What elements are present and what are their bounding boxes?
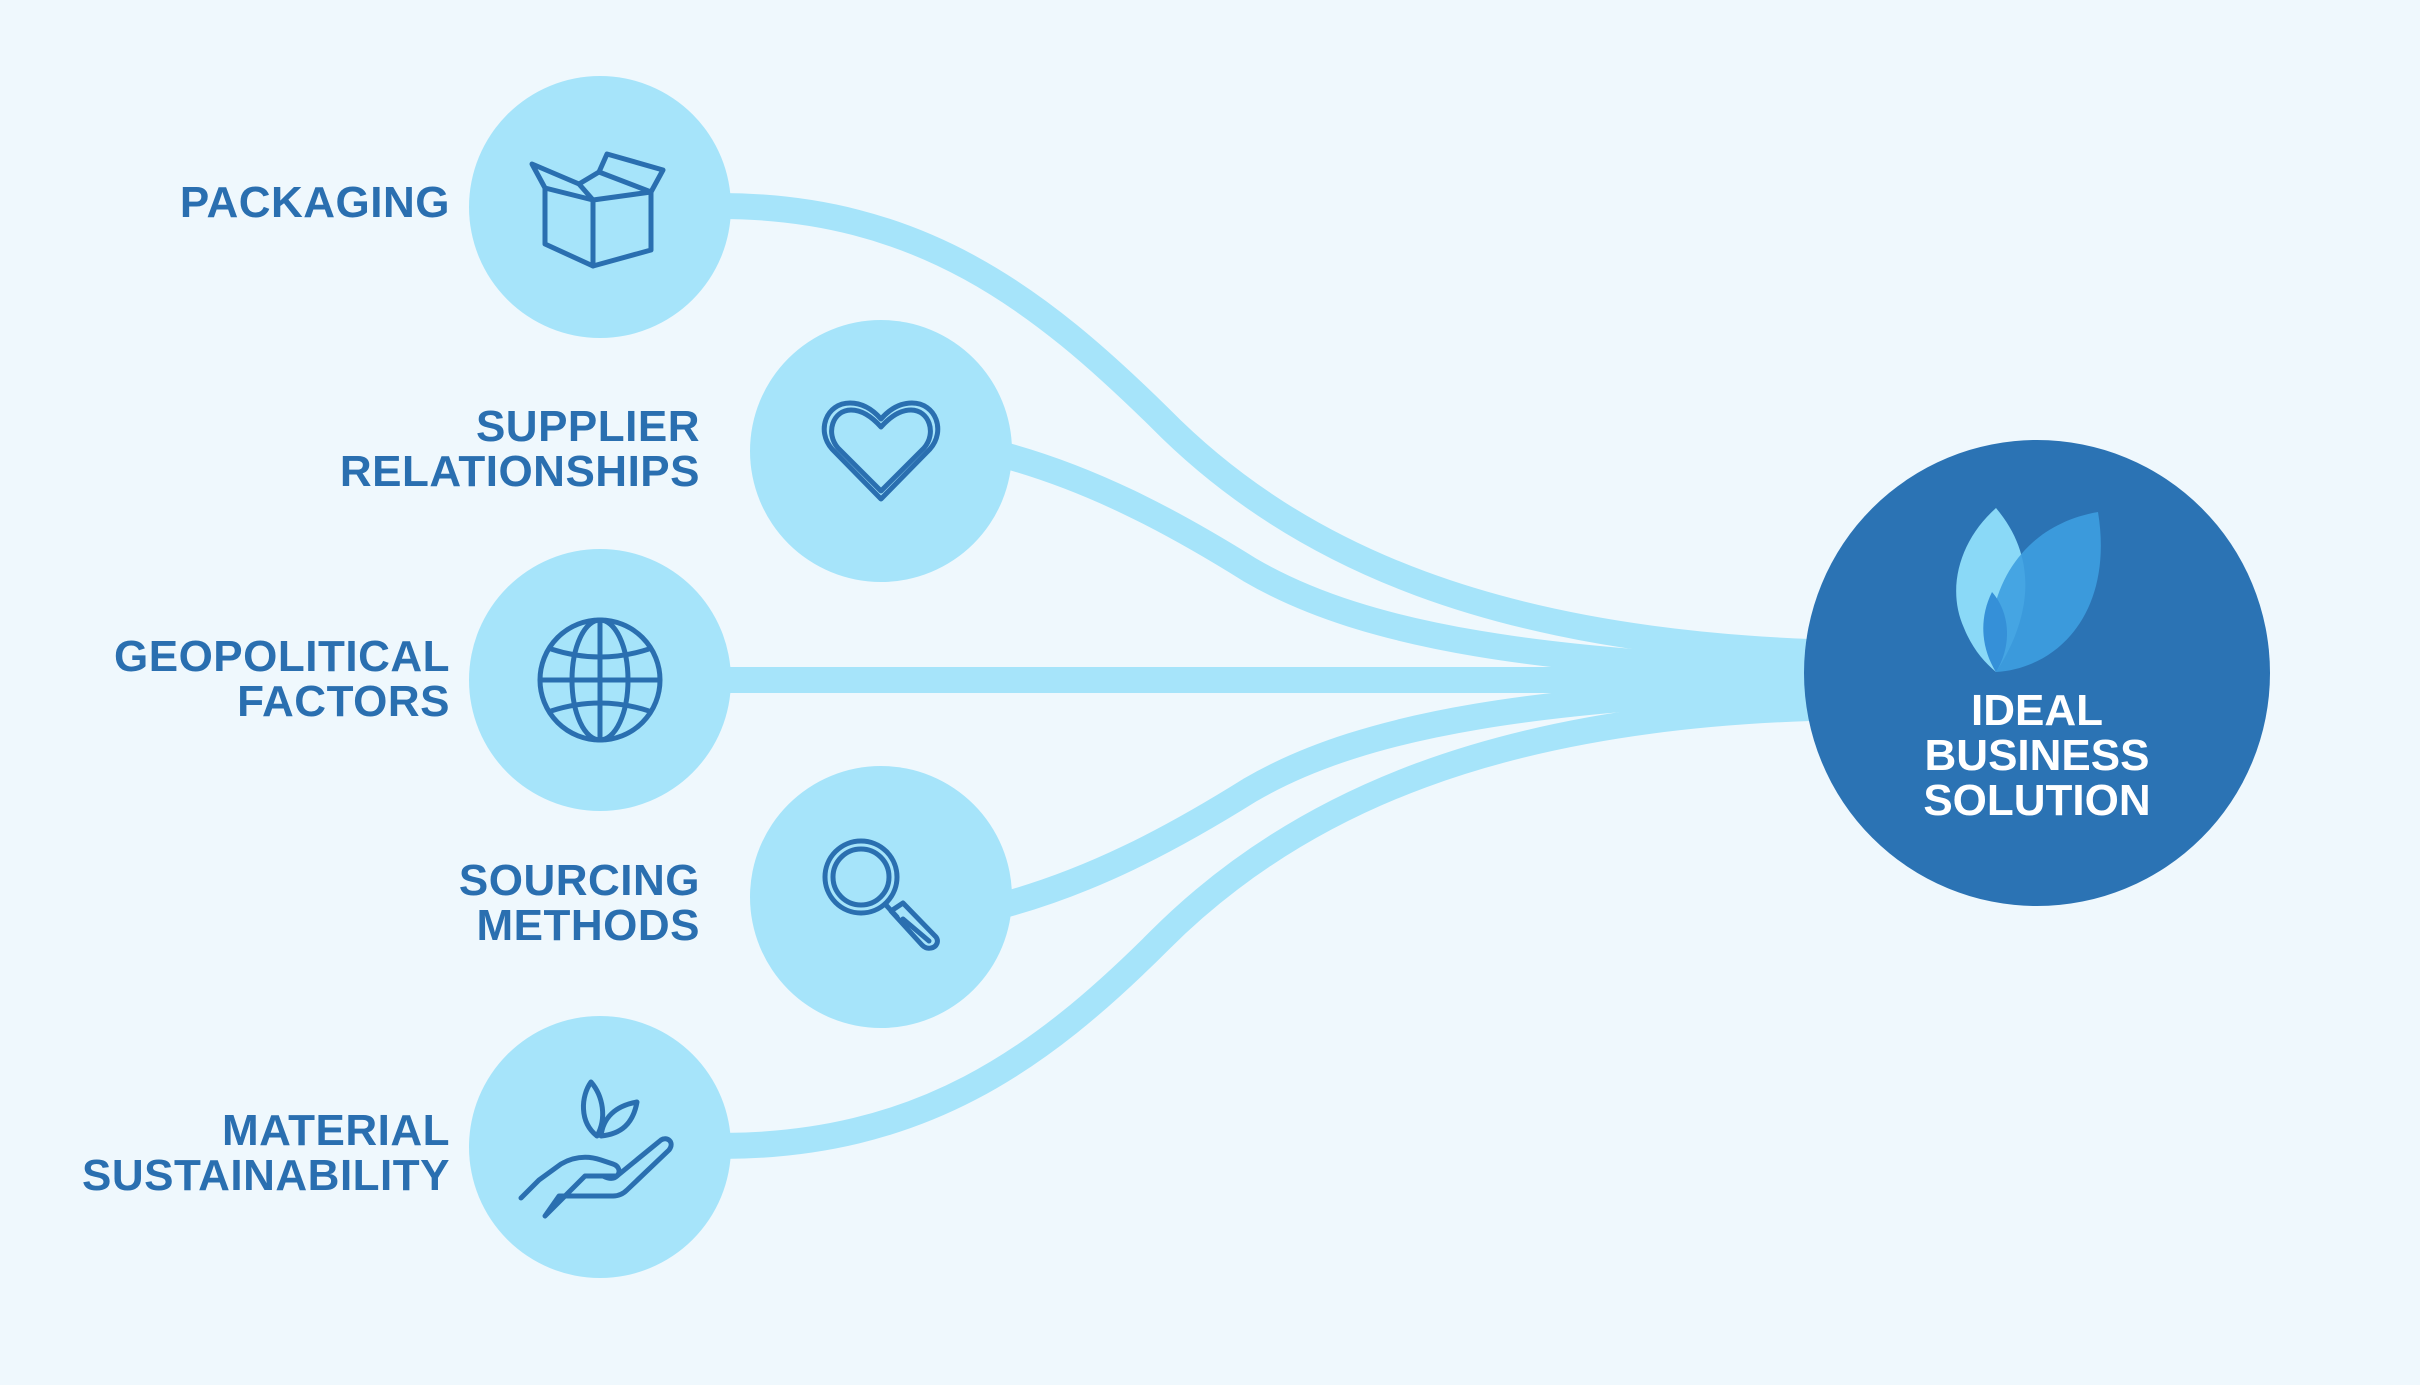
label-supplier-relationships-line-2: RELATIONSHIPS <box>339 447 700 496</box>
label-material-sustainability-line-1: MATERIAL <box>221 1106 450 1155</box>
heart-icon <box>816 391 946 511</box>
label-material-sustainability-line-2: SUSTAINABILITY <box>82 1151 450 1200</box>
label-packaging-line-1: PACKAGING <box>179 178 450 227</box>
label-supplier-relationships: SUPPLIER RELATIONSHIPS <box>340 404 700 494</box>
connector-packaging <box>719 193 1811 665</box>
connector-sourcing-methods <box>996 675 1811 919</box>
node-geopolitical-factors <box>469 549 731 811</box>
magnifier-icon <box>811 827 951 967</box>
globe-icon <box>533 613 667 747</box>
leaf-logo-icon <box>1950 500 2110 685</box>
target-label-line-2: BUSINESS <box>1924 731 2150 780</box>
node-packaging <box>469 76 731 338</box>
connector-material-sustainability <box>719 695 1811 1159</box>
connector-supplier-relationships <box>996 441 1811 685</box>
node-sourcing-methods <box>750 766 1012 1028</box>
target-label-line-1: IDEAL <box>1971 686 2103 735</box>
label-geopolitical-factors-line-2: FACTORS <box>237 677 450 726</box>
label-packaging: PACKAGING <box>180 180 450 225</box>
label-sourcing-methods: SOURCING METHODS <box>459 858 700 948</box>
label-sourcing-methods-line-2: METHODS <box>476 901 700 950</box>
target-label: IDEAL BUSINESS SOLUTION <box>1804 688 2270 823</box>
open-box-icon <box>515 132 685 282</box>
target-ideal-business-solution: IDEAL BUSINESS SOLUTION <box>1804 440 2270 906</box>
label-sourcing-methods-line-1: SOURCING <box>458 856 700 905</box>
target-label-line-3: SOLUTION <box>1923 776 2151 825</box>
hand-with-sprout-icon <box>515 1072 685 1222</box>
label-supplier-relationships-line-1: SUPPLIER <box>475 402 700 451</box>
label-material-sustainability: MATERIAL SUSTAINABILITY <box>82 1108 450 1198</box>
node-supplier-relationships <box>750 320 1012 582</box>
node-material-sustainability <box>469 1016 731 1278</box>
label-geopolitical-factors: GEOPOLITICAL FACTORS <box>114 634 450 724</box>
label-geopolitical-factors-line-1: GEOPOLITICAL <box>114 632 450 681</box>
